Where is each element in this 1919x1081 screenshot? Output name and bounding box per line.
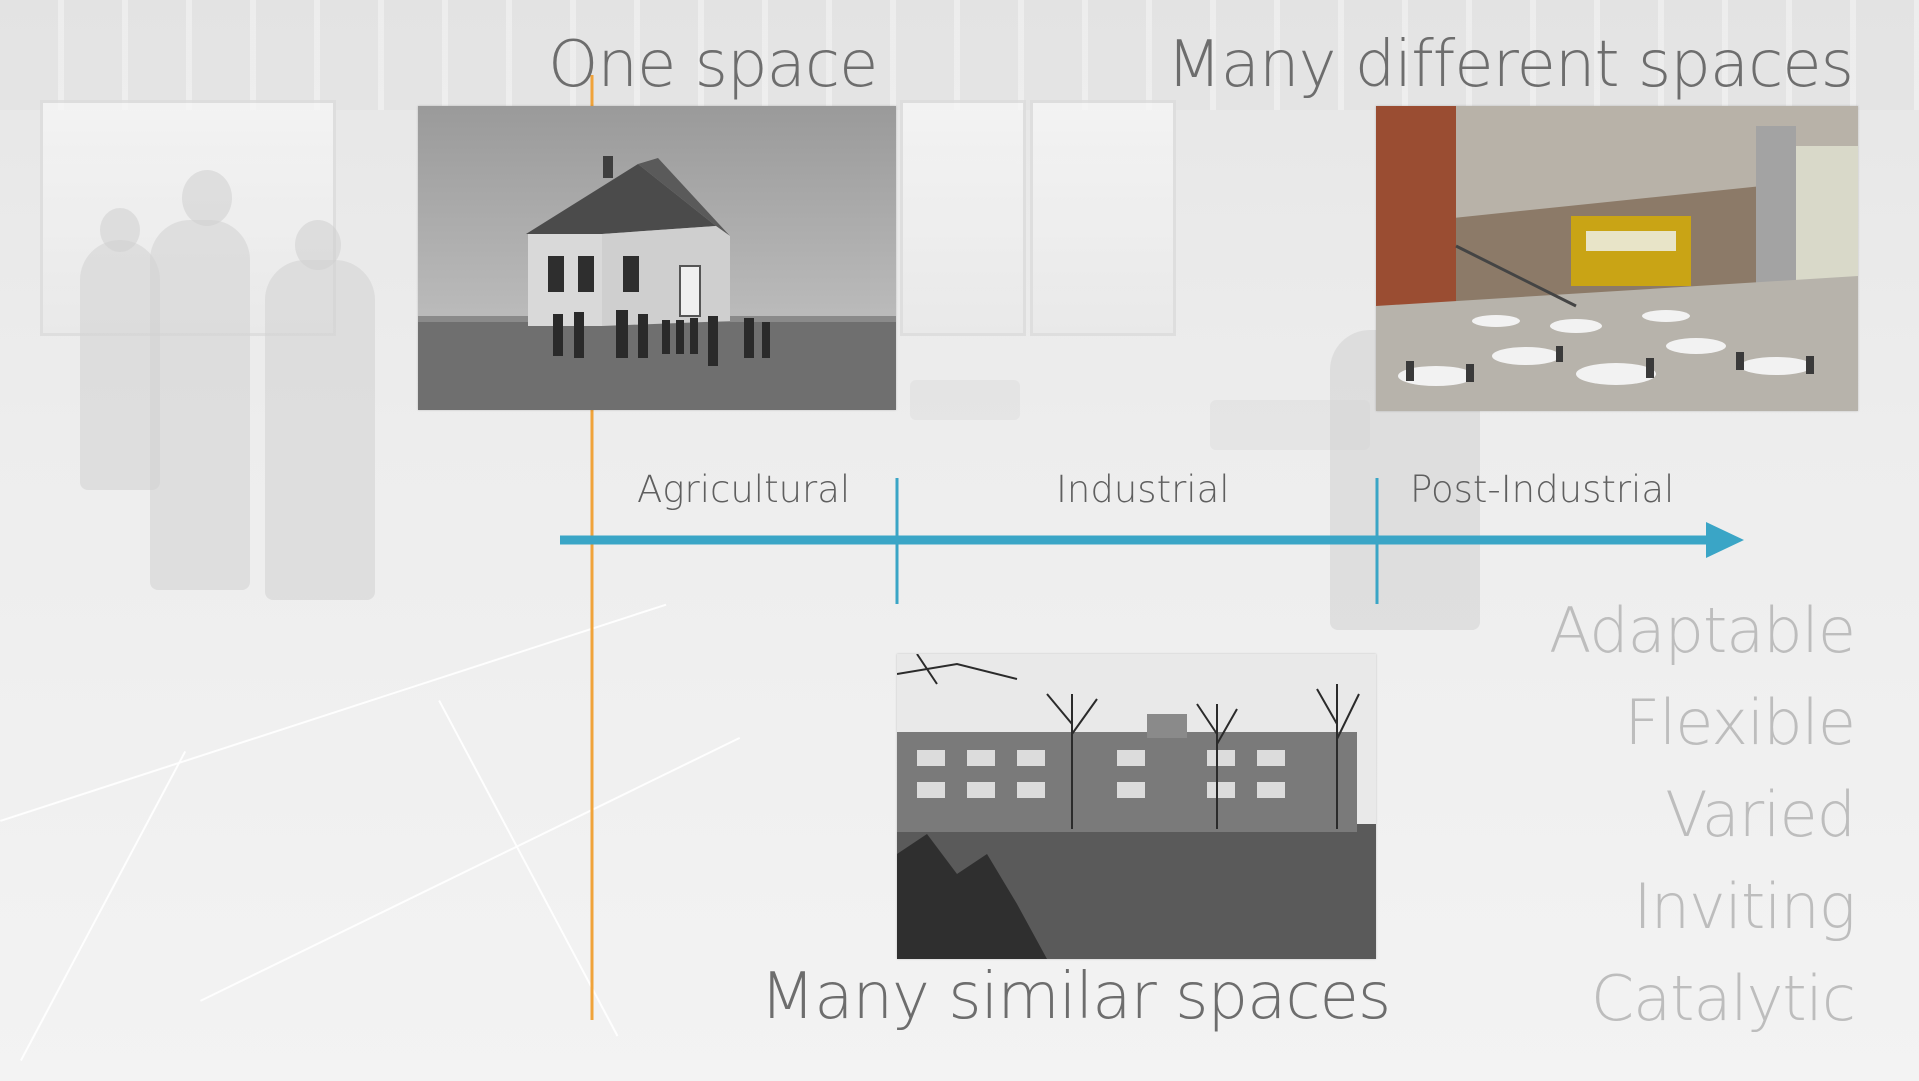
heading-many-different-spaces: Many different spaces bbox=[1166, 28, 1854, 102]
background-person bbox=[80, 240, 160, 490]
background-floor-line bbox=[438, 700, 619, 1037]
era-label-post-industrial: Post-Industrial bbox=[1410, 468, 1675, 511]
background-person-head bbox=[100, 208, 140, 252]
quality-inviting: Inviting bbox=[1633, 870, 1856, 943]
background-floor-line bbox=[0, 603, 667, 822]
background-person-head bbox=[182, 170, 232, 226]
background-table bbox=[910, 380, 1020, 420]
era-label-industrial: Industrial bbox=[1056, 468, 1230, 511]
background-floor-line bbox=[20, 750, 187, 1061]
quality-adaptable: Adaptable bbox=[1548, 594, 1856, 667]
heading-one-space: One space bbox=[548, 28, 878, 102]
quality-flexible: Flexible bbox=[1624, 686, 1856, 759]
background-floor-line bbox=[200, 736, 741, 1002]
quality-varied: Varied bbox=[1665, 778, 1856, 851]
background-person bbox=[265, 260, 375, 600]
background-window bbox=[900, 100, 1026, 336]
background-ceiling bbox=[0, 0, 1919, 110]
heading-many-similar-spaces: Many similar spaces bbox=[760, 960, 1391, 1034]
background-window bbox=[1030, 100, 1176, 336]
schoolhouse-photo bbox=[418, 106, 896, 410]
background-person-head bbox=[295, 220, 341, 270]
quality-catalytic: Catalytic bbox=[1590, 962, 1856, 1035]
background-person bbox=[150, 220, 250, 590]
commons-photo bbox=[1376, 106, 1858, 411]
industrial-school-photo bbox=[897, 654, 1376, 959]
era-label-agricultural: Agricultural bbox=[637, 468, 851, 511]
